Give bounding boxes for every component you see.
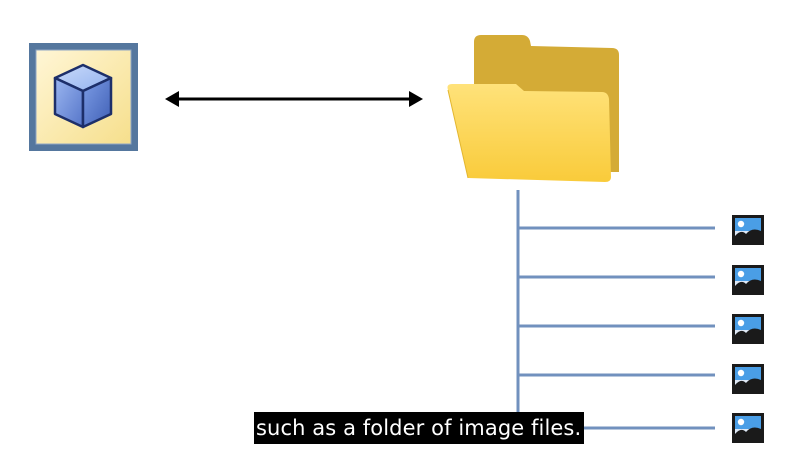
image-file-icon — [732, 413, 764, 443]
image-file-icon — [732, 265, 764, 295]
3d-cube-app-icon — [29, 43, 138, 151]
image-file-icon — [732, 364, 764, 394]
caption-subtitle: such as a folder of image files. — [254, 412, 585, 444]
image-file-icon — [732, 215, 764, 245]
image-file-icon — [732, 314, 764, 344]
folder-icon — [447, 35, 619, 182]
double-arrow-connector — [165, 91, 423, 107]
